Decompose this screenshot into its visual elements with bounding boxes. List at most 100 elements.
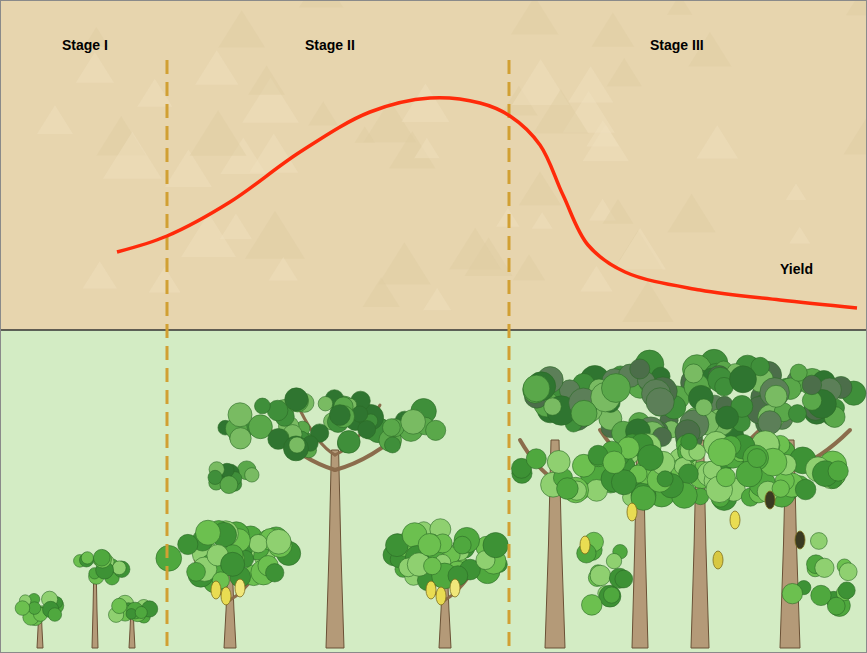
leaf-cluster xyxy=(112,598,127,613)
leaf-cluster xyxy=(838,582,855,599)
leaf-cluster xyxy=(615,570,633,588)
texture-mark xyxy=(668,194,716,232)
leaf-cluster xyxy=(245,468,259,482)
cacao-pod xyxy=(450,579,460,597)
texture-mark xyxy=(308,102,338,126)
tree-illustration xyxy=(15,349,866,648)
leaf-cluster xyxy=(178,534,198,554)
stage-label: Stage II xyxy=(305,38,355,53)
texture-mark xyxy=(844,114,867,154)
texture-mark xyxy=(83,261,117,288)
cacao-pod xyxy=(426,581,436,599)
cacao-pod xyxy=(795,531,805,549)
leaf-cluster xyxy=(15,601,30,616)
bottom-panel xyxy=(0,330,867,653)
texture-mark xyxy=(378,242,431,284)
leaf-cluster xyxy=(772,480,789,497)
leaf-cluster xyxy=(601,374,630,403)
panel-divider xyxy=(0,329,867,331)
leaf-cluster xyxy=(526,449,546,469)
leaf-cluster xyxy=(383,419,401,437)
texture-mark xyxy=(603,199,634,224)
leaf-cluster xyxy=(760,378,790,408)
texture-mark xyxy=(249,134,298,173)
texture-mark xyxy=(195,50,238,85)
leaf-cluster xyxy=(544,398,561,415)
leaf-cluster xyxy=(401,410,426,435)
leaf-cluster xyxy=(630,359,650,379)
cacao-pod xyxy=(627,503,637,521)
texture-mark xyxy=(149,267,181,292)
texture-mark xyxy=(532,212,553,229)
leaf-cluster xyxy=(581,595,602,616)
leaf-cluster xyxy=(284,436,309,461)
leaf-cluster xyxy=(230,428,251,449)
leaf-cluster xyxy=(684,364,703,383)
leaf-cluster xyxy=(758,411,781,434)
cacao-pod xyxy=(713,551,723,569)
texture-mark xyxy=(607,58,642,86)
texture-mark xyxy=(513,254,545,280)
texture-mark xyxy=(37,105,73,134)
leaf-cluster xyxy=(329,405,350,426)
leaf-cluster xyxy=(220,476,238,494)
texture-mark xyxy=(586,120,619,146)
leaf-cluster xyxy=(523,375,550,402)
texture-mark xyxy=(248,65,285,94)
tree-trunk xyxy=(326,450,344,648)
leaf-cluster xyxy=(81,552,93,564)
texture-mark xyxy=(401,84,449,122)
texture-mark xyxy=(533,89,588,133)
leaf-cluster xyxy=(228,403,252,427)
leaf-cluster xyxy=(606,553,621,568)
axis-label: Yield xyxy=(780,262,813,277)
texture-mark xyxy=(614,228,666,269)
leaf-cluster xyxy=(112,561,126,575)
cacao-pod xyxy=(436,587,446,605)
leaf-cluster xyxy=(603,451,626,474)
leaf-cluster xyxy=(716,406,739,429)
sand-texture xyxy=(37,0,867,322)
leaf-cluster xyxy=(839,563,857,581)
leaf-cluster xyxy=(135,606,147,618)
texture-mark xyxy=(414,138,439,158)
cacao-pod xyxy=(730,511,740,529)
leaf-cluster xyxy=(716,468,735,487)
leaf-cluster xyxy=(453,536,471,554)
leaf-cluster xyxy=(788,405,806,423)
cacao-pod xyxy=(221,587,231,605)
leaf-cluster xyxy=(603,587,619,603)
texture-mark xyxy=(591,12,634,46)
leaf-cluster xyxy=(815,558,834,577)
leaf-cluster xyxy=(483,533,508,558)
texture-mark xyxy=(622,281,673,322)
leaf-cluster xyxy=(424,557,441,574)
texture-mark xyxy=(786,184,807,200)
stage-divider xyxy=(166,60,169,653)
leaf-cluster xyxy=(266,564,284,582)
leaf-cluster xyxy=(266,529,291,554)
texture-mark xyxy=(846,0,867,15)
leaf-cluster xyxy=(358,420,376,438)
leaf-cluster xyxy=(646,388,674,416)
texture-mark xyxy=(76,52,114,83)
texture-mark xyxy=(269,257,298,281)
leaf-cluster xyxy=(695,399,712,416)
leaf-cluster xyxy=(94,550,112,568)
texture-mark xyxy=(220,214,252,240)
stage-divider xyxy=(508,60,511,653)
leaf-cluster xyxy=(547,451,570,474)
leaf-cluster xyxy=(571,400,597,426)
leaf-cluster xyxy=(338,431,361,454)
texture-mark xyxy=(363,277,400,307)
cacao-pod xyxy=(580,536,590,554)
texture-mark xyxy=(355,126,375,142)
leaf-cluster xyxy=(730,366,757,393)
texture-mark xyxy=(245,211,305,259)
stage-label: Stage III xyxy=(650,38,704,53)
leaf-cluster xyxy=(657,471,673,487)
leaf-cluster xyxy=(318,396,332,410)
cacao-pod xyxy=(765,491,775,509)
